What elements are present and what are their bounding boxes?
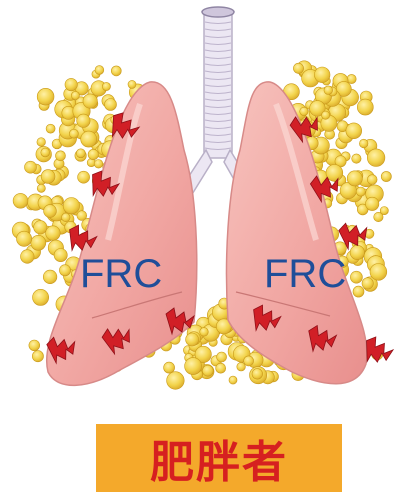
fat-globule [367, 149, 385, 167]
fat-globule [314, 67, 330, 83]
fat-globule [34, 221, 47, 234]
fat-globule [353, 286, 364, 297]
fat-globule [111, 66, 121, 76]
fat-globule [46, 124, 55, 133]
fat-globule [78, 171, 90, 183]
fat-globule [359, 139, 368, 148]
fat-globule [244, 356, 254, 366]
fat-globule [367, 175, 377, 185]
fat-globule [324, 86, 333, 95]
fat-globule [63, 198, 79, 214]
fat-globule [352, 154, 361, 163]
fat-globule [229, 376, 237, 384]
fat-globule [167, 372, 185, 390]
fat-globule [71, 91, 79, 99]
fat-globule [347, 74, 356, 83]
fat-globule [37, 184, 45, 192]
fat-globule [65, 78, 77, 90]
fat-globule [46, 226, 61, 241]
fat-globule [362, 278, 373, 289]
fat-globule [41, 148, 50, 157]
fat-globule [32, 351, 43, 362]
fat-globule [374, 212, 383, 221]
fat-globule [95, 66, 104, 75]
fat-globule [31, 235, 46, 250]
fat-globule [41, 170, 55, 184]
fat-globule [216, 363, 226, 373]
fat-globule [83, 94, 97, 108]
fat-globule [128, 80, 136, 88]
fat-globule [326, 165, 343, 182]
fat-globule [17, 231, 32, 246]
fat-globule [293, 63, 303, 73]
fat-globule [102, 82, 110, 90]
fat-globule [33, 289, 49, 305]
frc-label-right: FRC [264, 252, 346, 297]
fat-globule [105, 99, 117, 111]
fat-globule [21, 250, 35, 264]
fat-globule [350, 245, 364, 259]
fat-globule [37, 88, 54, 105]
fat-globule [76, 149, 85, 158]
fat-globule [62, 213, 71, 222]
fat-globule [54, 249, 67, 262]
fat-globule [25, 161, 37, 173]
caption-text: 肥胖者 [150, 426, 288, 490]
fat-globule [56, 151, 66, 161]
fat-globule [350, 271, 362, 283]
fat-globule [185, 358, 202, 375]
fat-globule [37, 138, 46, 147]
fat-globule [252, 369, 263, 380]
fat-globule [381, 171, 391, 181]
fat-globule [357, 99, 373, 115]
fat-globule [346, 123, 362, 139]
fat-globule [217, 352, 227, 362]
fat-globule [347, 171, 362, 186]
fat-globule [370, 264, 387, 281]
fat-globule [69, 129, 78, 138]
fat-globule [366, 197, 379, 210]
fat-globule [186, 333, 199, 346]
fat-globule [43, 270, 57, 284]
fat-globule [77, 114, 90, 127]
caption-box: 肥胖者 [96, 424, 342, 492]
fat-globule [29, 340, 40, 351]
fat-globule [322, 111, 330, 119]
fat-globule [81, 131, 97, 147]
fat-globule [44, 205, 57, 218]
fat-globule [94, 160, 103, 169]
fat-globule [164, 362, 175, 373]
fat-globule [13, 193, 28, 208]
fat-globule [200, 328, 209, 337]
fat-globule [300, 107, 308, 115]
fat-globule [59, 265, 70, 276]
frc-label-left: FRC [80, 252, 162, 297]
fat-globule [356, 187, 365, 196]
fat-globule [88, 149, 98, 159]
